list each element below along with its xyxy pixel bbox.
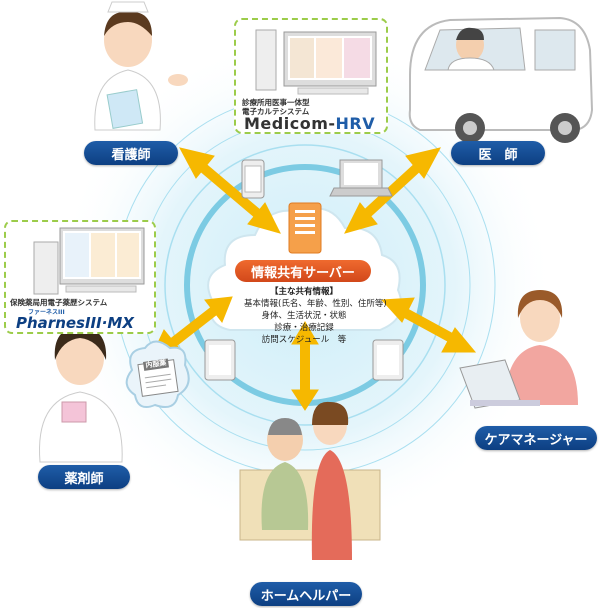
arrow-nurse <box>196 161 269 224</box>
info-item: 基本情報(氏名、年齢、性別、住所等) <box>244 299 387 309</box>
pharnes-logo-kana: ファーネスIII <box>28 309 65 316</box>
info-item: 身体、生活状況・状態 <box>261 311 347 321</box>
pharnes-caption: 保険薬局用電子薬歴システム <box>10 298 108 307</box>
medicom-caption-line1: 診療所用医事一体型 <box>242 98 310 107</box>
arrow-care-manager <box>397 305 458 345</box>
server-icon <box>288 202 322 254</box>
smartphone-icon <box>241 159 265 199</box>
care-manager-illustration <box>459 290 578 409</box>
computer-icon <box>255 29 377 95</box>
shared-info-list: 【主な共有情報】 基本情報(氏名、年齢、性別、住所等) 身体、生活状況・状態 診… <box>244 286 387 346</box>
role-care-manager-label: ケアマネージャー <box>475 426 597 450</box>
tablet-icon <box>372 339 404 381</box>
medicom-product-box: 診療所用医事一体型 電子カルテシステム Medicom-HRV <box>234 18 388 134</box>
arrow-pharmacist <box>166 306 219 349</box>
role-doctor-label: 医 師 <box>451 141 545 165</box>
pharmacist-illustration <box>39 326 123 463</box>
medicom-logo: Medicom-HRV <box>244 114 376 133</box>
medicom-caption-line2: 電子カルテシステム <box>242 107 310 116</box>
doctor-in-car-illustration <box>408 16 594 143</box>
computer-icon <box>33 227 145 295</box>
tablet-icon <box>204 339 236 381</box>
info-item: 訪問スケジュール 等 <box>261 335 347 345</box>
arrows <box>149 147 477 411</box>
info-heading: 【主な共有情報】 <box>269 287 338 297</box>
info-item: 診療・治療記録 <box>274 323 334 333</box>
pharnes-product-box: 保険薬局用電子薬歴システム ファーネスIII PharnesIII·MX <box>4 220 156 334</box>
server-title: 情報共有サーバー <box>235 260 371 282</box>
nurse-illustration <box>94 1 188 131</box>
role-home-helper-label: ホームヘルパー <box>250 582 362 606</box>
laptop-icon <box>329 159 393 197</box>
role-nurse-label: 看護師 <box>84 141 178 165</box>
pharnes-logo: PharnesIII·MX <box>16 314 134 332</box>
role-pharmacist-label: 薬剤師 <box>38 465 130 489</box>
home-helper-illustration <box>239 401 381 560</box>
